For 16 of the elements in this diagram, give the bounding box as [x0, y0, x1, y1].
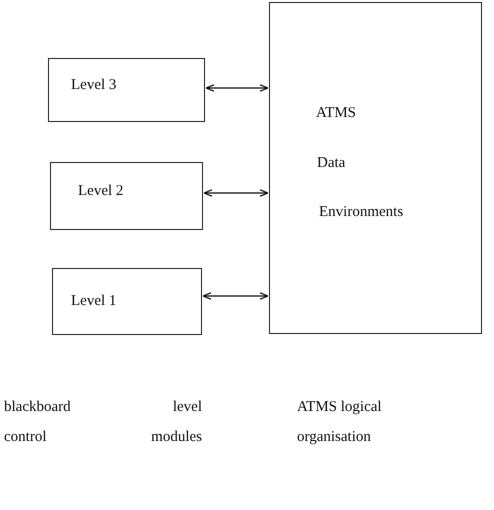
process-box: [48, 58, 205, 122]
process-box: [52, 268, 202, 335]
double-arrow: [205, 84, 269, 92]
double-arrow: [202, 292, 269, 300]
box-label: Environments: [319, 204, 404, 221]
box-label: Data: [317, 155, 346, 172]
process-box: [50, 162, 203, 230]
box-label: Level 1: [71, 293, 116, 310]
box-label: Level 2: [78, 183, 124, 200]
box-label: Level 3: [71, 77, 116, 94]
process-box: [269, 2, 482, 334]
double-arrow: [203, 189, 269, 197]
caption-text: level modules: [150, 398, 202, 447]
caption-text: blackboard control: [4, 398, 72, 447]
caption-text: ATMS logical organisation: [297, 398, 383, 447]
box-label: ATMS: [316, 105, 356, 122]
